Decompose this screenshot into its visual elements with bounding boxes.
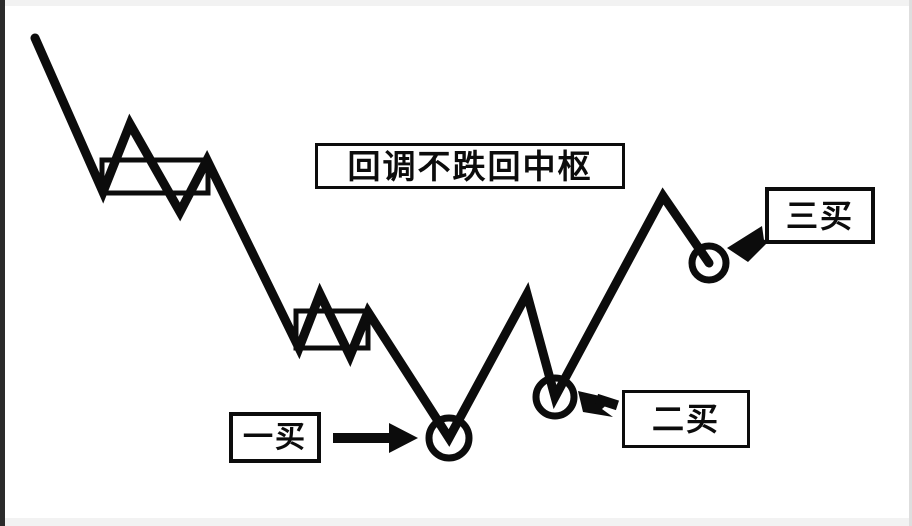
buy2-circle-marker <box>532 374 578 420</box>
annotation-arrows <box>333 226 774 453</box>
title-callout-box: 回调不跌回中枢 <box>315 143 625 189</box>
right-edge-border <box>909 0 912 526</box>
buy2-arrow-icon <box>578 391 620 417</box>
buy1-circle-marker <box>425 414 473 462</box>
price-line <box>30 33 714 447</box>
bottom-edge-band <box>0 518 912 526</box>
price-polyline <box>30 33 714 447</box>
buy3-circle-marker <box>688 242 730 284</box>
label-buy-point-1: 一买 <box>229 412 321 463</box>
label-buy-point-3: 三买 <box>765 187 875 244</box>
buy3-arrow-icon <box>727 226 774 262</box>
label-buy-point-2: 二买 <box>622 390 750 448</box>
buy-point-markers <box>425 242 730 462</box>
left-edge-border <box>0 0 5 526</box>
top-edge-band <box>0 0 912 6</box>
buy1-arrow-icon <box>333 423 418 453</box>
